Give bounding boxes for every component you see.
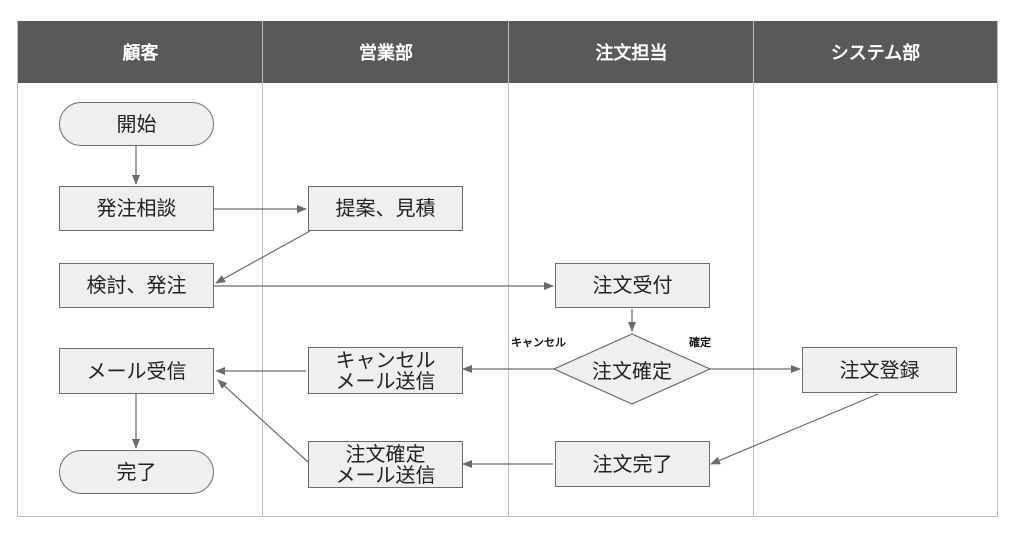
arrow-proposal-review bbox=[215, 230, 311, 284]
lane-header-sales: 営業部 bbox=[263, 21, 509, 83]
lane-divider bbox=[508, 21, 509, 517]
node-confirm-mail: 注文確定 メール送信 bbox=[308, 441, 463, 488]
node-confirm-mail-line1: 注文確定 bbox=[345, 441, 426, 466]
lane-divider bbox=[262, 21, 263, 517]
lane-divider bbox=[753, 21, 754, 517]
edge-label-confirm: 確定 bbox=[689, 336, 711, 349]
node-cancel-mail: キャンセル メール送信 bbox=[308, 347, 463, 394]
node-cancel-mail-line2: メール送信 bbox=[335, 368, 436, 393]
lane-header-customer: 顧客 bbox=[18, 21, 263, 83]
node-register: 注文登録 bbox=[802, 347, 957, 393]
node-confirm: 注文確定 bbox=[592, 358, 672, 383]
node-receive-order: 注文受付 bbox=[555, 263, 710, 308]
node-cancel-mail-line1: キャンセル bbox=[335, 347, 436, 372]
lane-header-system: システム部 bbox=[754, 21, 997, 83]
lane-header-order: 注文担当 bbox=[509, 21, 754, 83]
node-order-complete: 注文完了 bbox=[555, 441, 710, 487]
node-confirm-mail-line2: メール送信 bbox=[335, 462, 436, 487]
node-consult: 発注相談 bbox=[59, 186, 214, 231]
node-mail-receive: メール受信 bbox=[59, 348, 214, 394]
node-review: 検討、発注 bbox=[59, 263, 214, 308]
arrow-register-complete bbox=[710, 393, 879, 465]
node-end: 完了 bbox=[59, 450, 214, 494]
arrow-confirmmail-mailreceive bbox=[217, 379, 309, 463]
node-proposal: 提案、見積 bbox=[308, 186, 463, 231]
decision-diamond bbox=[552, 333, 712, 405]
node-start: 開始 bbox=[59, 102, 214, 146]
edge-label-cancel: キャンセル bbox=[511, 336, 566, 349]
